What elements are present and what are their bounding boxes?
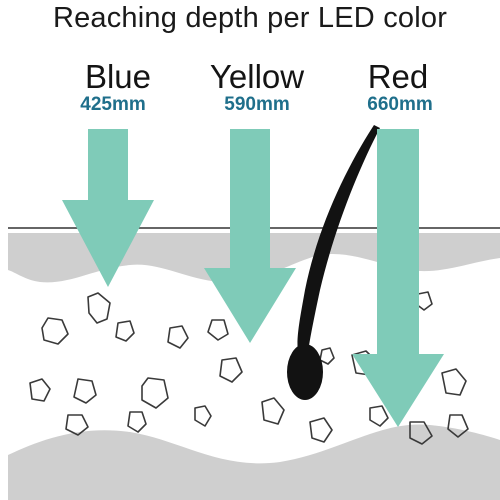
cell (194, 405, 212, 427)
diagram-title: Reaching depth per LED color (52, 2, 448, 34)
hair-strand (297, 125, 380, 352)
cell (409, 421, 433, 445)
cell (207, 319, 229, 341)
blue-label: Blue (84, 58, 152, 95)
blue-light-arrow (62, 129, 154, 287)
cell (65, 414, 89, 436)
red-light-arrow (352, 129, 444, 427)
cell (447, 414, 469, 438)
hair-follicle-bulb (287, 344, 323, 400)
yellow-label: Yellow (209, 58, 305, 95)
cell (73, 378, 97, 404)
cell (309, 417, 333, 443)
cell (441, 368, 467, 396)
yellow-wavelength: 590mm (224, 94, 290, 115)
cell (369, 405, 389, 427)
blue-wavelength: 425mm (80, 94, 146, 115)
red-label: Red (367, 58, 429, 95)
cell (87, 292, 111, 324)
cell (115, 320, 135, 342)
dermis-lower-layer (8, 424, 500, 500)
cell (29, 378, 51, 402)
cell (319, 347, 335, 365)
yellow-light-arrow (204, 129, 296, 343)
red-wavelength: 660mm (367, 94, 433, 115)
cell (127, 411, 147, 433)
cell (219, 357, 243, 383)
cell (167, 325, 189, 349)
cell (141, 377, 169, 409)
cell (41, 317, 69, 345)
cell (261, 397, 285, 425)
skin-cells (29, 291, 469, 445)
